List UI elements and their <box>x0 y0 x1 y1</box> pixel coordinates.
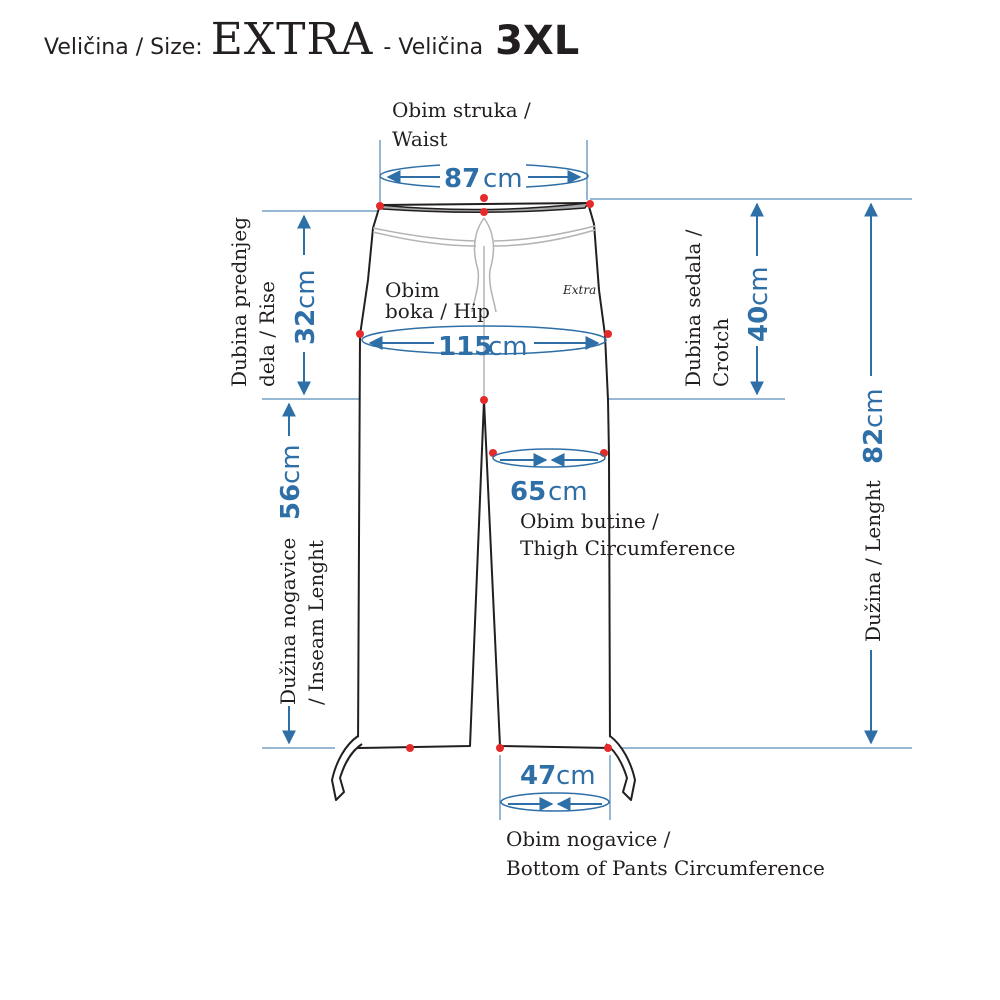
bottom-label-2: Bottom of Pants Circumference <box>506 856 825 880</box>
hip-unit: cm <box>488 332 528 362</box>
hip-value: 115 <box>438 332 492 362</box>
hip-label-2: boka / Hip <box>385 299 490 323</box>
rise-unit: cm <box>291 269 321 309</box>
waist-value: 87 <box>444 164 480 194</box>
bottom-label-1: Obim nogavice / <box>506 827 671 851</box>
measure-points <box>356 194 612 752</box>
bottom-unit: cm <box>556 761 596 791</box>
crotch-label-1: Dubina sedala / <box>681 229 705 387</box>
waist-label-2: Waist <box>392 127 447 151</box>
length-unit: cm <box>859 388 889 428</box>
size-value: 3XL <box>495 18 580 64</box>
hip-measure: Obim boka / Hip 115 cm <box>361 278 607 362</box>
waist-label-1: Obim struka / <box>392 98 531 122</box>
bottom-value: 47 <box>520 761 556 791</box>
thigh-value: 65 <box>510 477 546 507</box>
inseam-value: 56 <box>276 484 306 520</box>
thigh-measure: 65 cm Obim butine / Thigh Circumference <box>492 448 736 560</box>
thigh-label-1: Obim butine / <box>520 509 659 533</box>
crotch-unit: cm <box>744 266 774 306</box>
inseam-measure: 56 cm Dužina nogavice / Inseam Lenght <box>276 402 328 745</box>
inseam-label-1: Dužina nogavice <box>276 538 300 705</box>
rise-measure: 32 cm Dubina prednjeg dela / Rise <box>227 214 321 396</box>
crotch-value: 40 <box>744 306 774 342</box>
length-label: Dužina / Lenght <box>861 480 885 642</box>
rise-value: 32 <box>291 309 321 345</box>
model-name: EXTRA <box>210 14 374 65</box>
thigh-unit: cm <box>548 477 588 507</box>
hip-label-1: Obim <box>385 278 440 302</box>
pants-outline <box>331 202 636 801</box>
waist-measure: Obim struka / Waist 87 cm <box>379 98 589 194</box>
bottom-measure: 47 cm Obim nogavice / Bottom of Pants Ci… <box>500 761 825 880</box>
length-measure: Dužina / Lenght 82 cm <box>859 202 889 745</box>
inseam-label-2: / Inseam Lenght <box>304 540 328 705</box>
page-title: Veličina / Size: EXTRA - Veličina 3XL <box>44 14 579 74</box>
size-mid: - Veličina <box>383 35 484 60</box>
thigh-label-2: Thigh Circumference <box>520 536 736 560</box>
inseam-unit: cm <box>276 444 306 484</box>
length-value: 82 <box>859 428 889 464</box>
crotch-measure: 40 cm Dubina sedala / Crotch <box>681 202 774 396</box>
guide-lines <box>262 140 912 820</box>
rise-label-1: Dubina prednjeg <box>227 217 251 387</box>
waistband-detail <box>372 217 596 398</box>
size-prefix: Veličina / Size: <box>44 35 203 60</box>
crotch-label-2: Crotch <box>709 318 733 387</box>
waist-unit: cm <box>483 164 523 194</box>
rise-label-2: dela / Rise <box>255 281 279 387</box>
brand-logo: Extra <box>562 283 596 297</box>
